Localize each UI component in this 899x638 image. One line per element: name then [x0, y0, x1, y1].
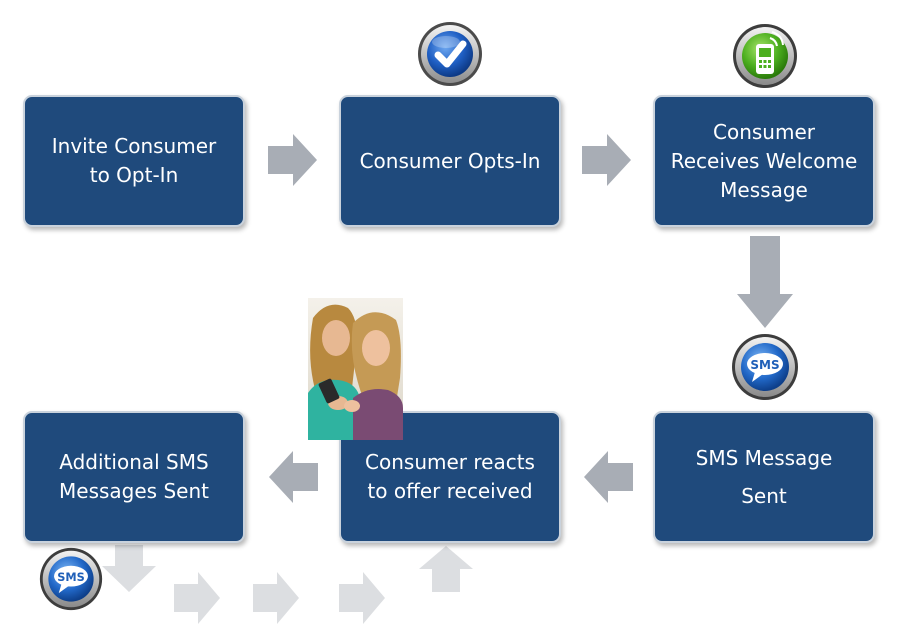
- step-text-line: Message: [720, 177, 808, 202]
- step-text-line: Consumer: [713, 119, 815, 144]
- step-text-line: Messages Sent: [59, 479, 209, 503]
- sms-bubble-icon: SMS: [39, 547, 103, 611]
- step-text-line: Additional SMS: [59, 450, 209, 474]
- step-invite-consumer: Invite Consumer to Opt-In: [23, 95, 245, 227]
- sms-bubble-icon: SMS: [732, 334, 798, 400]
- faded-arrow-down: [102, 545, 156, 592]
- step-text-line: Consumer reacts: [365, 450, 535, 474]
- sms-label: SMS: [57, 571, 85, 584]
- step-sms-message-sent: SMS Message Sent: [653, 411, 875, 543]
- arrow-left-2: [269, 451, 318, 503]
- step-consumer-opts-in: Consumer Opts-In: [339, 95, 561, 227]
- arrow-left-1: [584, 451, 633, 503]
- arrow-right-2: [582, 134, 631, 186]
- arrow-right-1: [268, 134, 317, 186]
- step-additional-sms: Additional SMS Messages Sent: [23, 411, 245, 543]
- step-text-line: Invite Consumer: [51, 134, 217, 158]
- arrow-down: [737, 236, 793, 328]
- step-text-line: to Opt-In: [89, 163, 179, 187]
- step-text-line: Receives Welcome: [670, 148, 858, 173]
- checkmark-icon: [418, 22, 482, 86]
- step-text-line: Consumer Opts-In: [359, 148, 541, 173]
- faded-arrow-right-2: [253, 572, 299, 624]
- step-welcome-message: Consumer Receives Welcome Message: [653, 95, 875, 227]
- faded-arrow-up: [419, 546, 473, 592]
- mobile-phone-icon: [733, 24, 797, 88]
- step-text-line: to offer received: [367, 479, 533, 503]
- step-text-line: SMS Message: [695, 446, 833, 470]
- consumers-photo: [308, 298, 403, 440]
- sms-label: SMS: [750, 358, 779, 372]
- faded-arrow-right-1: [174, 572, 220, 624]
- step-text-line: Sent: [741, 484, 787, 508]
- faded-arrow-right-3: [339, 572, 385, 624]
